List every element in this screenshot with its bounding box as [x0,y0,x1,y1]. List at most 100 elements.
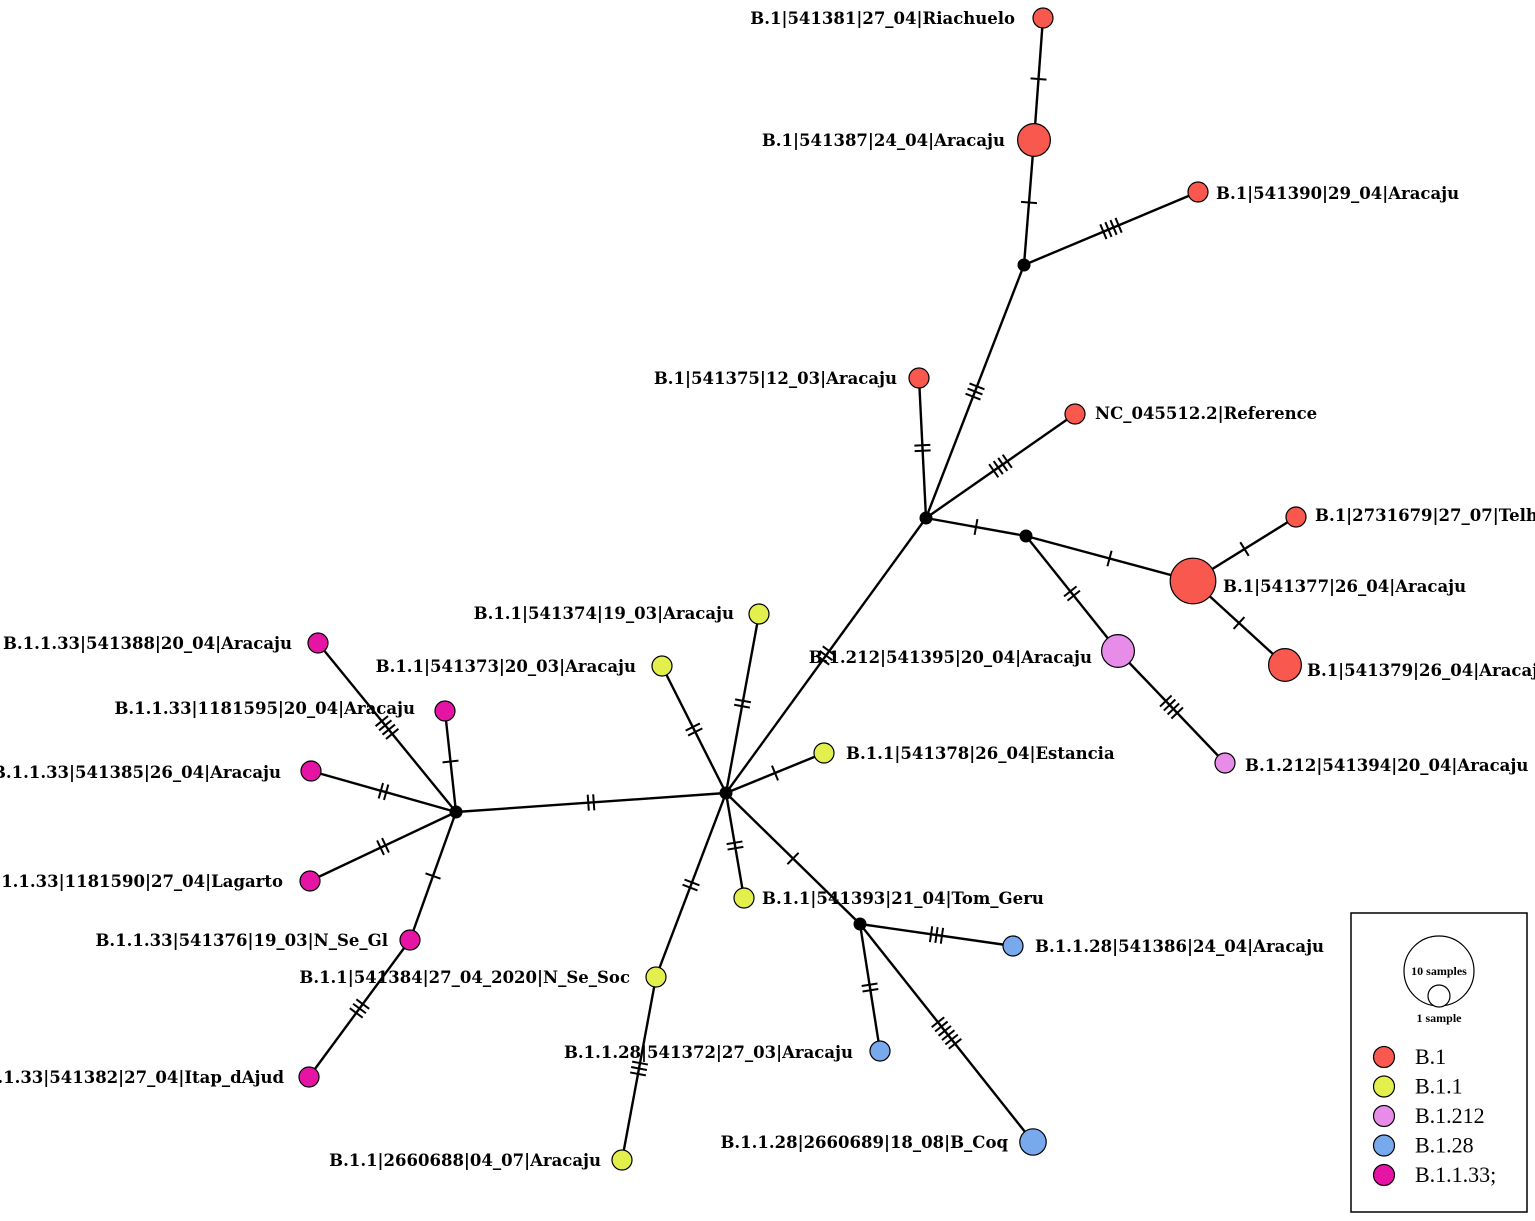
mutation-tick [687,727,703,737]
edge-m_center-n_541375 [917,377,928,519]
legend: 10 samples 1 sample B.1B.1.1B.1.212B.1.2… [1350,912,1528,1213]
haplotype-node-541377 [1169,557,1217,605]
edge-m_mid-m_left [455,791,727,814]
mutation-tick [349,1007,364,1019]
mutation-tick [1020,200,1038,205]
node-label-541376: B.1.1.33|541376|19_03|N_Se_Gl [95,931,388,950]
mutation-tick [685,722,701,732]
node-label-1181595: B.1.1.33|1181595|20_04|Aracaju [114,699,415,718]
node-label-541394: B.1.212|541394|20_04|Aracaju [1245,756,1528,775]
haplotype-node-541388 [307,632,329,654]
mutation-tick [965,392,981,401]
edge-m_lower-n_541372 [858,923,882,1052]
mutation-tick [374,715,389,727]
edge-n_541395-n_541394 [1117,650,1226,764]
mutation-tick [988,463,1000,478]
node-label-541377: B.1|541377|26_04|Aracaju [1223,577,1466,596]
haplotype-node-541387 [1016,122,1051,157]
mutation-tick [931,1016,945,1028]
legend-label-B-1-28: B.1.28 [1415,1133,1474,1158]
mutation-tick [969,382,985,391]
mutation-tick [815,654,830,666]
mutation-tick [934,926,939,944]
legend-swatch-B-1-1 [1372,1075,1396,1098]
haplotype-node-541378 [813,742,835,764]
node-label-telha: B.1|2731679|27_07|Telha [1315,506,1535,525]
haplotype-node-541394 [1214,752,1236,774]
edge-m_right-n_541395 [1025,535,1119,652]
mutation-tick [727,845,744,851]
mutation-tick [992,460,1004,475]
mutation-tick [733,703,751,709]
node-label-541387: B.1|541387|24_04|Aracaju [762,131,1005,150]
node-label-541385: B.1.1.33|541385|26_04|Aracaju [0,763,281,782]
mutation-tick [928,926,934,943]
node-label-541373: B.1.1|541373|20_03|Aracaju [376,657,636,676]
legend-size-small-label: 1 sample [1417,1011,1463,1025]
haplotype-node-541382 [298,1066,320,1088]
node-label-541375: B.1|541375|12_03|Aracaju [654,369,897,388]
mutation-tick [1066,589,1081,602]
haplotype-node-2660689 [1019,1128,1047,1156]
mutation-tick [381,723,396,736]
haplotype-node-541379 [1267,647,1302,682]
haplotype-node-ref [1064,403,1086,425]
mutation-tick [948,1038,962,1050]
mutation-tick [934,1020,949,1033]
mutation-tick [630,1066,648,1071]
mutation-tick [771,765,779,781]
haplotype-node-541375 [908,367,930,389]
haplotype-node-541373 [651,655,673,677]
mutation-tick [1001,454,1013,469]
mutation-tick [939,927,945,944]
legend-label-B-1-1: B.1.1 [1415,1074,1463,1099]
edge-m_top-n_541390 [1023,190,1199,267]
mutation-tick [385,728,400,740]
mutation-tick [822,645,837,657]
mutation-tick [1109,219,1118,236]
median-vector-node [449,805,463,819]
mutation-tick [1114,217,1123,234]
mutation-tick [1104,221,1113,238]
haplotype-node-1181590 [299,870,321,892]
node-label-ref: NC_045512.2|Reference [1095,404,1317,423]
edge-m_left-n_1181590 [309,810,457,883]
legend-swatch-B-1-212 [1372,1104,1396,1128]
node-label-2660689: B.1.1.28|2660689|18_08|B_Coq [720,1133,1008,1152]
node-label-541393: B.1.1|541393|21_04|Tom_Geru [762,889,1044,908]
node-label-541379: B.1|541379|26_04|Aracaju [1307,661,1535,680]
legend-label-B-1-212: B.1.212 [1415,1103,1485,1128]
network-labels: B.1|541381|27_04|RiachueloB.1|541387|24_… [0,9,1535,1170]
edge-m_center-n_ref [925,413,1076,519]
legend-size-large-label: 10 samples [1411,964,1467,978]
mutation-tick [1163,698,1177,712]
mutation-tick [1166,702,1180,716]
mutation-tick [734,698,752,704]
edge-m_mid-n_541373 [660,665,728,794]
mutation-tick [377,782,384,799]
mutation-tick [941,1029,956,1041]
mutation-tick [944,1033,959,1046]
haplotype-node-2660688 [611,1149,633,1171]
mutation-tick [586,794,590,811]
mutation-tick [381,837,390,853]
network-edges [308,17,1297,1161]
mutation-tick [973,518,979,536]
mutation-tick [629,1071,647,1077]
mutation-tick [592,794,596,811]
mutation-tick [1030,77,1047,81]
mutation-tick [1106,550,1113,567]
median-vector-node [1019,529,1033,543]
mutation-tick [1232,616,1246,630]
mutation-tick [1239,541,1250,557]
mutation-tick [1063,585,1078,598]
mutation-tick [786,852,800,865]
median-vector-node [853,917,867,931]
edge-m_mid-n_541374 [724,613,761,794]
haplotype-node-541393 [733,887,755,909]
haplotype-node-541372 [869,1040,891,1062]
mutation-tick [818,649,834,662]
haplotype-node-541395 [1100,633,1135,668]
node-label-2660688: B.1.1|2660688|04_07|Aracaju [329,1151,601,1170]
